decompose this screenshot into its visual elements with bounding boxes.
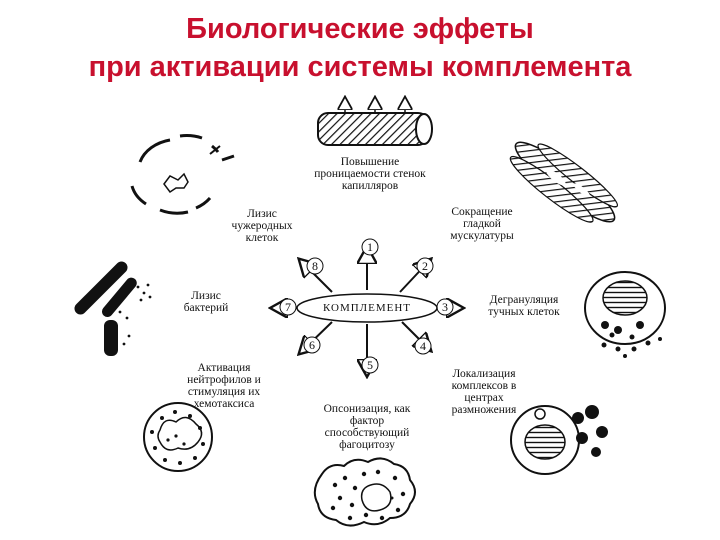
bacteria-icon — [74, 261, 152, 356]
number-8: 8 — [312, 259, 318, 273]
center-label: КОМПЛЕМЕНТ — [322, 302, 412, 314]
arrow-8 — [300, 260, 333, 293]
number-5: 5 — [367, 358, 373, 372]
effect-label-6: Активация нейтрофилов и стимуляция их хе… — [187, 362, 261, 410]
effect-label-7: Лизис бактерий — [183, 290, 229, 314]
effect-label-1: Повышение проницаемости стенок капилляро… — [314, 156, 426, 192]
effect-label-4: Локализация комплексов в центрах размнож… — [451, 368, 517, 416]
title-line-2: при активации системы комплемента — [88, 51, 632, 83]
effect-label-5: Опсонизация, как фактор способствующий ф… — [323, 403, 411, 451]
number-7: 7 — [285, 300, 291, 314]
title-line-1: Биологические эффеты — [186, 13, 534, 45]
number-2: 2 — [422, 259, 428, 273]
number-1: 1 — [367, 240, 373, 254]
slide-title: Биологические эффеты при активации систе… — [0, 10, 720, 86]
effect-label-3: Дегрануляция тучных клеток — [488, 294, 560, 318]
phagocyte-icon — [313, 457, 416, 527]
capillary-icon — [317, 98, 433, 146]
smooth-muscle-icon — [509, 141, 619, 223]
number-3: 3 — [442, 300, 448, 314]
mast-cell-icon — [584, 271, 666, 358]
effect-label-8: Лизис чужеродных клеток — [231, 208, 293, 244]
germinal-center-cell-icon — [510, 405, 608, 475]
number-4: 4 — [420, 339, 426, 353]
neutrophil-icon — [143, 402, 213, 472]
number-6: 6 — [309, 338, 315, 352]
effect-label-2: Сокращение гладкой мускулатуры — [450, 206, 514, 242]
center-ellipse — [296, 293, 438, 323]
number-circles — [279, 238, 454, 374]
lysed-cell-icon — [130, 134, 235, 215]
